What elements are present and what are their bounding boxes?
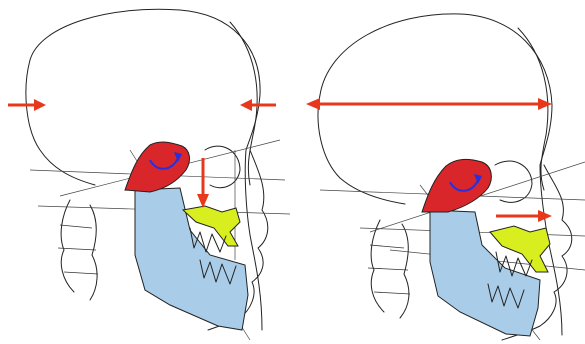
left-skull-drawing	[0, 0, 300, 344]
skull-width-wide-arrow	[306, 98, 552, 110]
skull-width-narrow-arrows	[8, 99, 276, 111]
orbit-outline	[495, 161, 532, 202]
maxilla-down-arrow	[197, 158, 209, 208]
mandible-region	[430, 210, 540, 336]
posterior-skull-line	[26, 60, 95, 185]
left-skull-panel	[0, 0, 300, 344]
posterior-skull-line	[318, 95, 405, 204]
right-skull-drawing	[300, 0, 585, 344]
right-skull-panel	[300, 0, 585, 344]
sphenoid-region	[422, 159, 491, 212]
